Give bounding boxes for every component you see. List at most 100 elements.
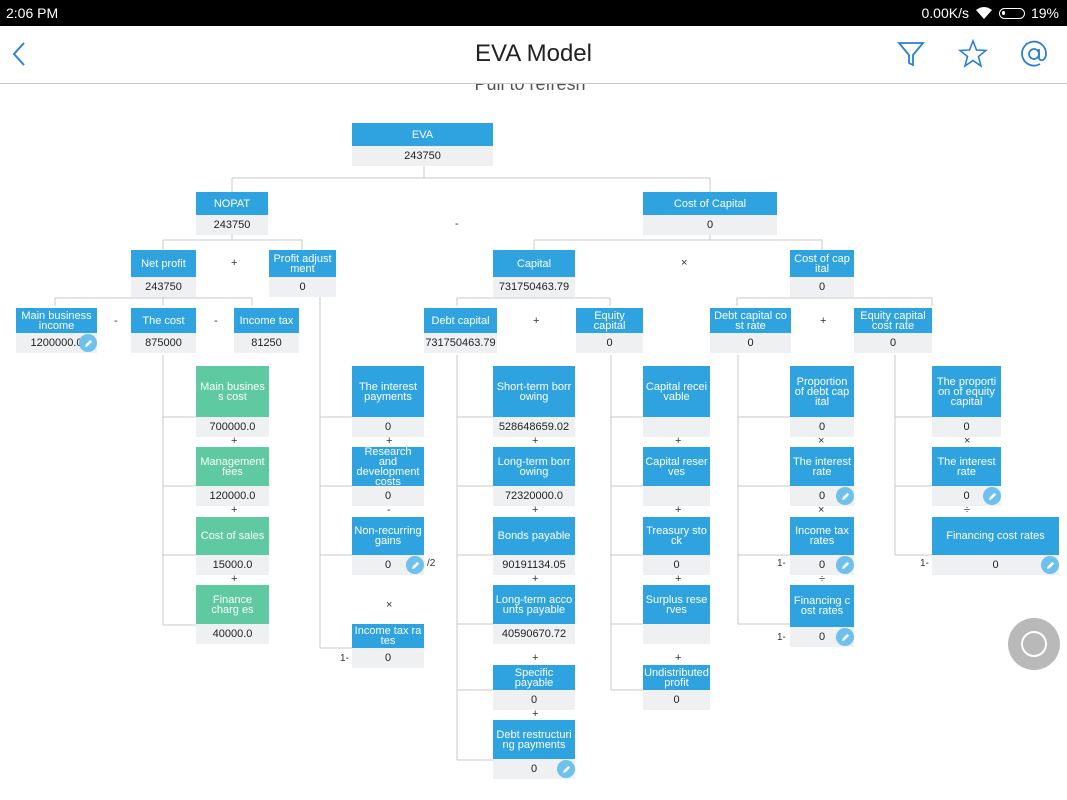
node-value: 72320000.0 [493, 486, 575, 506]
filter-icon[interactable] [895, 38, 927, 70]
node-label[interactable]: Short-term borr owing [493, 366, 575, 417]
node-label[interactable]: Main busines s cost [196, 366, 269, 417]
node-label[interactable]: Cost of Capital [643, 192, 777, 215]
node-label[interactable]: Cost of cap ital [790, 250, 854, 277]
node-surplus[interactable]: Surplus rese rves [643, 585, 710, 644]
floating-circle-button[interactable] [1008, 618, 1060, 670]
node-label[interactable]: Long-term borr owing [493, 447, 575, 486]
back-arrow-icon[interactable] [6, 38, 38, 70]
node-label[interactable]: Finance charg es [196, 585, 269, 624]
pencil-icon[interactable] [836, 628, 854, 646]
node-label[interactable]: Capital [493, 250, 575, 277]
node-label[interactable]: Bonds payable [493, 517, 575, 555]
node-label[interactable]: The cost [131, 308, 196, 333]
node-incometax[interactable]: Income tax 81250 [234, 308, 299, 353]
node-value-text: 81250 [251, 337, 282, 349]
node-label[interactable]: Surplus rese rves [643, 585, 710, 624]
node-label[interactable]: Undistributed profit [643, 665, 710, 690]
node-label[interactable]: Management fees [196, 447, 269, 486]
node-label[interactable]: Income tax [234, 308, 299, 333]
star-icon[interactable] [957, 38, 989, 70]
node-label[interactable]: Financing c ost rates [790, 585, 854, 627]
node-label[interactable]: Main business income [16, 308, 97, 333]
pencil-icon[interactable] [1041, 556, 1059, 574]
node-label[interactable]: Profit adjust ment [269, 250, 336, 277]
operator-p1: + [386, 435, 393, 447]
pencil-icon[interactable] [406, 556, 424, 574]
node-capreserves[interactable]: Capital reser ves [643, 447, 710, 506]
pencil-icon[interactable] [983, 487, 1001, 505]
node-label[interactable]: The interest rate [932, 447, 1001, 486]
pencil-icon[interactable] [557, 760, 575, 778]
pencil-icon[interactable] [79, 334, 97, 352]
node-label[interactable]: Specific payable [493, 665, 575, 690]
node-capreceivable[interactable]: Capital recei vable [643, 366, 710, 437]
node-label[interactable]: Capital recei vable [643, 366, 710, 417]
node-label[interactable]: Treasury sto ck [643, 517, 710, 555]
operator-r1: × [818, 435, 825, 447]
node-label[interactable]: Debt capital [424, 308, 497, 333]
node-label[interactable]: Non-recurring gains [352, 517, 424, 555]
node-label[interactable]: Income tax rates [790, 517, 854, 555]
pencil-icon[interactable] [836, 556, 854, 574]
node-label[interactable]: Net profit [131, 250, 196, 277]
node-label[interactable]: Debt restructuri ng payments [493, 720, 575, 759]
node-label[interactable]: Proportion of debt cap ital [790, 366, 854, 417]
node-label[interactable]: Capital reser ves [643, 447, 710, 486]
node-label[interactable]: Equity capital [576, 308, 643, 333]
node-label[interactable]: Financing cost rates [932, 517, 1059, 555]
pencil-icon[interactable] [836, 487, 854, 505]
node-label[interactable]: Cost of sales [196, 517, 269, 555]
node-label[interactable]: Equity capital cost rate [854, 308, 932, 333]
node-label[interactable]: EVA [352, 123, 493, 146]
node-value: 731750463.79 [424, 333, 497, 353]
node-eva[interactable]: EVA 243750 [352, 123, 493, 166]
node-label[interactable]: The interest payments [352, 366, 424, 417]
node-value-text: 243750 [404, 150, 441, 162]
node-label[interactable]: Long-term acco unts payable [493, 585, 575, 624]
node-label[interactable]: Income tax ra tes [352, 624, 424, 648]
node-value: 1200000.0 [16, 333, 97, 353]
node-label[interactable]: The interest rate [790, 447, 854, 486]
node-label[interactable]: Debt capital co st rate [710, 308, 791, 333]
node-label[interactable]: Research and development costs [352, 447, 424, 486]
node-label[interactable]: NOPAT [196, 192, 268, 215]
at-icon[interactable] [1018, 38, 1050, 70]
node-label[interactable]: The proporti on of equity capital [932, 366, 1001, 417]
